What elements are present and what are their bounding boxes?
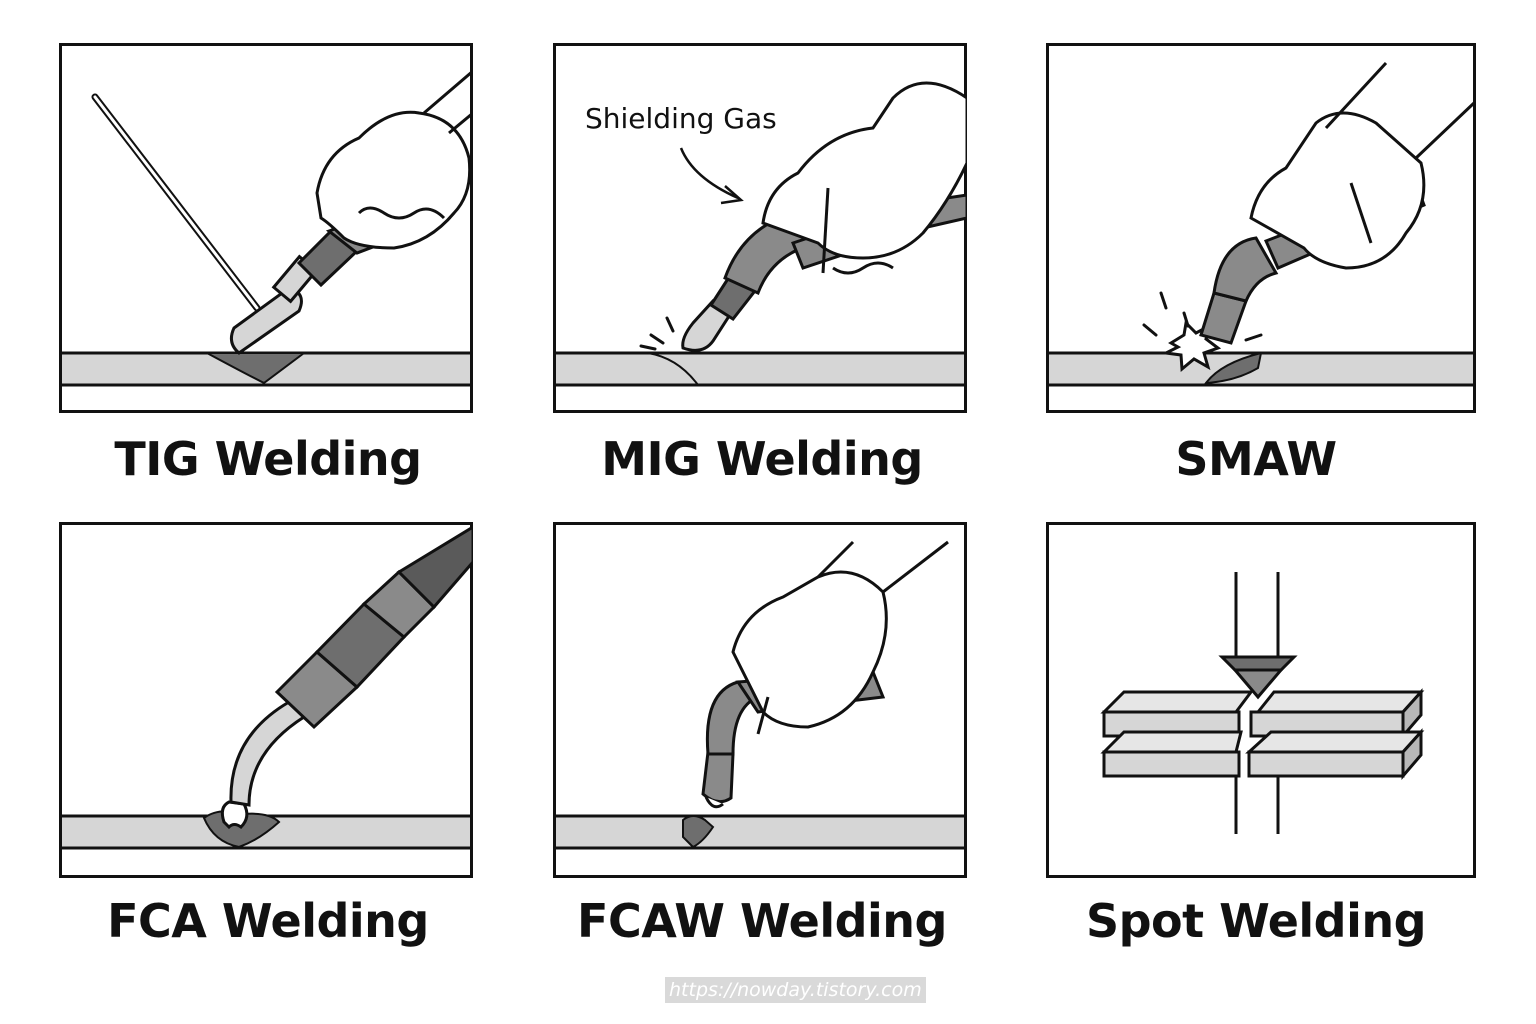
fca-welding-panel	[59, 522, 473, 878]
watermark-url: https://nowday.tistory.com	[665, 977, 926, 1003]
spot-welding-illustration	[1046, 522, 1476, 878]
tig-welding-title: TIG Welding	[114, 432, 422, 486]
fca-welding-title: FCA Welding	[107, 894, 429, 948]
smaw-panel	[1046, 43, 1476, 413]
tig-welding-panel	[59, 43, 473, 413]
mig-welding-panel: Shielding Gas	[553, 43, 967, 413]
spot-welding-title: Spot Welding	[1085, 894, 1427, 948]
spot-welding-panel	[1046, 522, 1476, 878]
smaw-illustration	[1046, 43, 1476, 413]
smaw-title: SMAW	[1175, 432, 1337, 486]
fcaw-welding-title: FCAW Welding	[577, 894, 947, 948]
mig-welding-title: MIG Welding	[601, 432, 923, 486]
tig-welding-illustration	[59, 43, 473, 413]
shielding-gas-label: Shielding Gas	[585, 102, 777, 135]
mig-welding-illustration: Shielding Gas	[553, 43, 967, 413]
fcaw-welding-panel	[553, 522, 967, 878]
fca-welding-illustration	[59, 522, 473, 878]
fcaw-welding-illustration	[553, 522, 967, 878]
